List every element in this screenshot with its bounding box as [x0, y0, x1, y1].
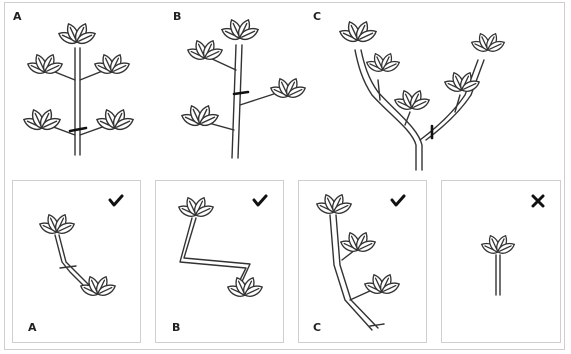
cutting-c: [315, 193, 401, 330]
cutting-b: [177, 196, 264, 299]
check-icon: [254, 196, 266, 205]
cutting-d: [480, 234, 516, 295]
check-icon: [110, 196, 122, 205]
cross-icon: [533, 196, 543, 206]
check-icon: [392, 196, 404, 205]
cutting-a: [38, 213, 117, 298]
